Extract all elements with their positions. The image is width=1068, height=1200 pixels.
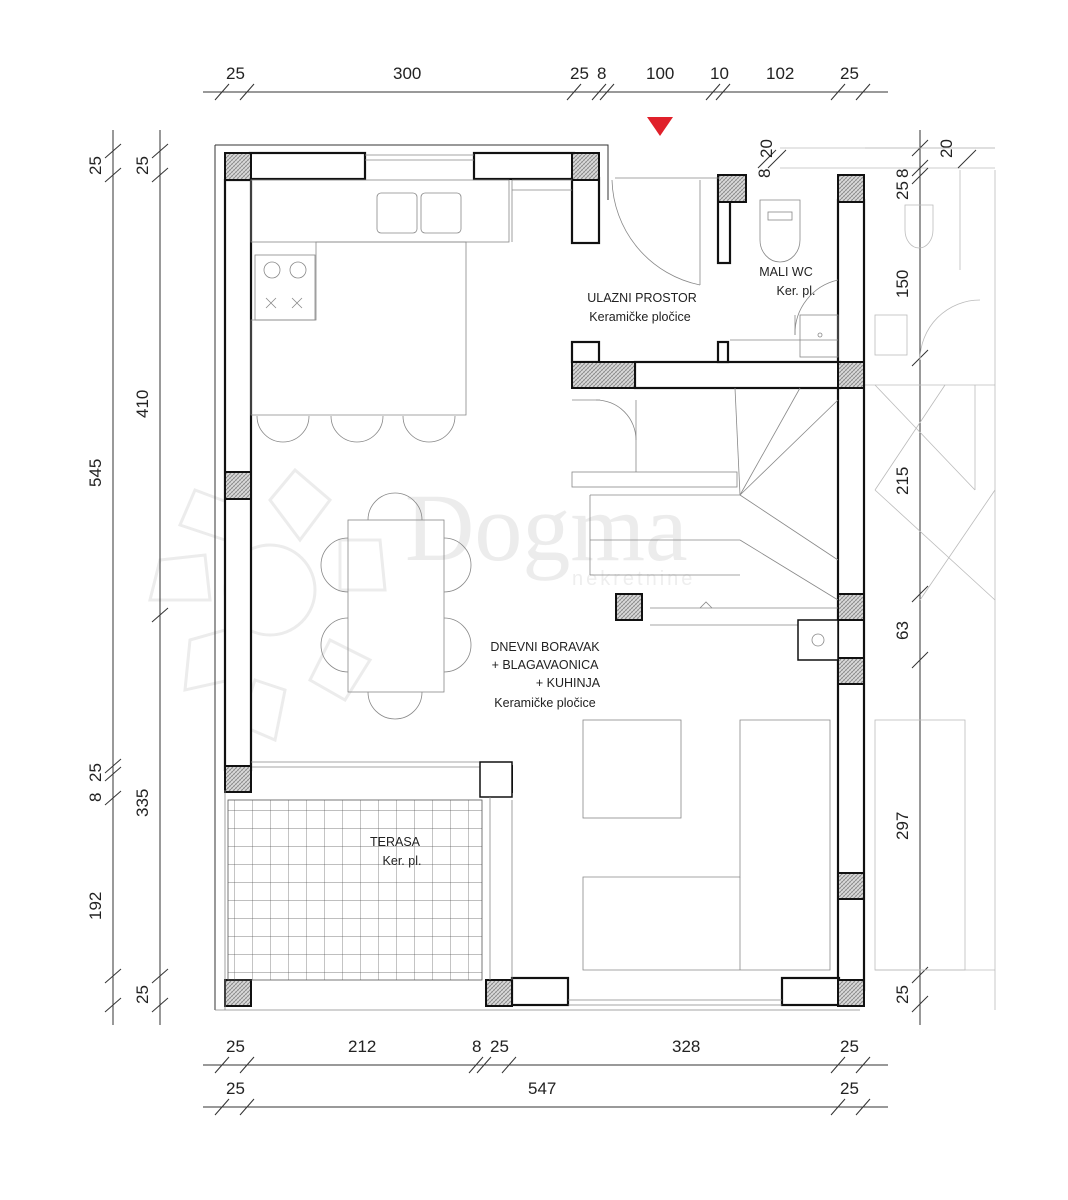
dim-top-3: 25 bbox=[570, 64, 589, 83]
dim-right-top-1: 8 bbox=[755, 169, 774, 178]
dim-right-3: 150 bbox=[893, 270, 912, 298]
dim-left-outer-4: 25 bbox=[86, 763, 105, 782]
dim-left-inner-2: 410 bbox=[133, 390, 152, 418]
coffee-table bbox=[582, 719, 682, 819]
stairs bbox=[571, 387, 839, 626]
wc-floor: Ker. pl. bbox=[777, 284, 816, 298]
dim-bottom1-5: 328 bbox=[672, 1037, 700, 1056]
room-labels: ULAZNI PROSTOR Keramičke pločice MALI WC… bbox=[370, 265, 815, 868]
dim-top-5: 100 bbox=[646, 64, 674, 83]
bar-stool-icon-2 bbox=[330, 415, 384, 443]
sofa bbox=[582, 719, 831, 971]
dim-bottom2-2: 547 bbox=[528, 1079, 556, 1098]
toilet-icon bbox=[759, 199, 801, 263]
watermark-sub: nekretnine bbox=[572, 568, 695, 590]
watermark-logo-icon bbox=[148, 467, 387, 743]
living-floor: Keramičke pločice bbox=[494, 696, 595, 710]
dim-top-2: 300 bbox=[393, 64, 421, 83]
dim-right-top-3: 20 bbox=[937, 139, 956, 158]
dim-bottom2-1: 25 bbox=[226, 1079, 245, 1098]
watermark-brand: Dogma bbox=[405, 474, 688, 581]
dim-top-6: 10 bbox=[710, 64, 729, 83]
living-furniture bbox=[582, 719, 831, 971]
left-dimension-lines: 25 545 8 25 192 25 25 410 335 bbox=[86, 130, 169, 1025]
dim-top-1: 25 bbox=[226, 64, 245, 83]
dim-top-8: 25 bbox=[840, 64, 859, 83]
dim-bottom1-4: 25 bbox=[490, 1037, 509, 1056]
dim-right-4: 215 bbox=[893, 467, 912, 495]
dim-bottom1-2: 212 bbox=[348, 1037, 376, 1056]
dim-bottom1-6: 25 bbox=[840, 1037, 859, 1056]
dim-left-outer-6: 25 bbox=[133, 985, 152, 1004]
entrance-floor: Keramičke pločice bbox=[589, 310, 690, 324]
wc-sink-icon bbox=[799, 314, 839, 358]
cabinet bbox=[797, 619, 839, 661]
dining bbox=[320, 492, 472, 720]
dim-left-inner-1: 25 bbox=[133, 156, 152, 175]
dining-table bbox=[347, 519, 445, 693]
bar-stool-icon-3 bbox=[402, 415, 456, 443]
entrance-door bbox=[611, 177, 720, 286]
dim-right-5: 63 bbox=[893, 621, 912, 640]
dim-left-inner-3: 335 bbox=[133, 789, 152, 817]
dim-right-1: 25 bbox=[893, 181, 912, 200]
entrance-name: ULAZNI PROSTOR bbox=[587, 291, 697, 305]
terrace bbox=[224, 761, 513, 1010]
sink-icon bbox=[376, 192, 418, 234]
entrance-marker-icon bbox=[647, 117, 673, 136]
living-line2: + BLAGAVAONICA bbox=[492, 658, 600, 672]
top-dimension-line: 25 300 25 8 100 10 102 25 bbox=[203, 64, 888, 101]
sink-icon-2 bbox=[420, 192, 462, 234]
dim-right-2: 8 bbox=[893, 169, 912, 178]
living-line1: DNEVNI BORAVAK bbox=[490, 640, 600, 654]
dim-left-outer-1: 25 bbox=[86, 156, 105, 175]
dim-right-7: 25 bbox=[893, 985, 912, 1004]
living-line3: + KUHINJA bbox=[536, 676, 601, 690]
kitchen bbox=[250, 179, 572, 443]
dim-top-7: 102 bbox=[766, 64, 794, 83]
neighbour-unit bbox=[865, 147, 996, 1010]
dim-left-outer-2: 545 bbox=[86, 459, 105, 487]
dim-left-outer-3: 8 bbox=[86, 793, 105, 802]
terrace-name: TERASA bbox=[370, 835, 421, 849]
dim-left-outer-5: 192 bbox=[86, 892, 105, 920]
dim-right-top-2: 20 bbox=[757, 139, 776, 158]
dim-bottom2-3: 25 bbox=[840, 1079, 859, 1098]
columns bbox=[224, 152, 865, 1007]
dim-bottom1-1: 25 bbox=[226, 1037, 245, 1056]
dim-top-4: 8 bbox=[597, 64, 606, 83]
wc bbox=[730, 199, 839, 358]
dim-right-6: 297 bbox=[893, 812, 912, 840]
terrace-floor: Ker. pl. bbox=[383, 854, 422, 868]
bar-stool-icon bbox=[256, 415, 310, 443]
right-dimension-lines: 8 20 20 25 8 150 215 63 297 25 bbox=[755, 130, 995, 1025]
bottom-dimension-lines: 25 212 8 25 328 25 25 547 25 bbox=[203, 1037, 888, 1116]
dim-bottom1-3: 8 bbox=[472, 1037, 481, 1056]
wc-name: MALI WC bbox=[759, 265, 812, 279]
